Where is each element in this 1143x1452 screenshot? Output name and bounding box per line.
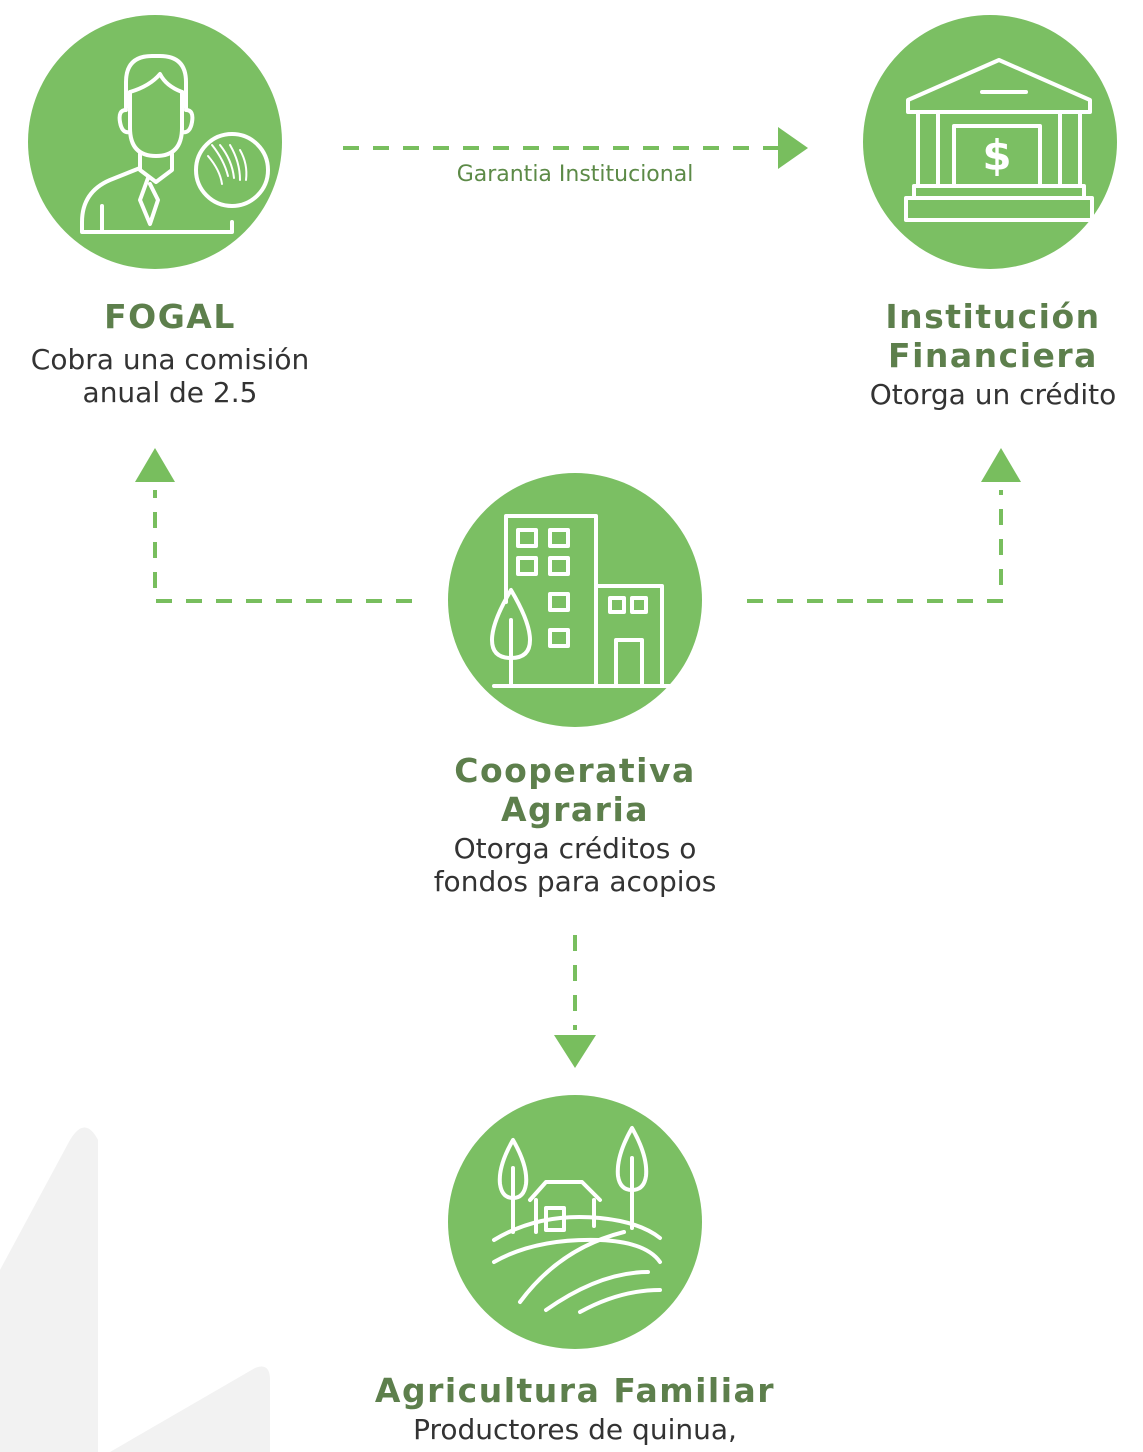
- arrowhead: [554, 1035, 596, 1068]
- node-title: FOGAL: [104, 297, 236, 336]
- arrowhead: [981, 448, 1021, 482]
- businessman-magnifier-icon: [80, 54, 270, 234]
- edge-coop-to-fogal: [135, 448, 412, 603]
- node-institucion-financiera: $: [863, 15, 1117, 269]
- label-agricultura-familiar: Agricultura Familiar Productores de quin…: [325, 1371, 825, 1446]
- node-title: Agraria: [500, 789, 650, 829]
- node-cooperativa-agraria: [448, 473, 702, 727]
- label-institucion-financiera: Institución Financiera Otorga un crédito: [843, 297, 1143, 411]
- node-fogal: [28, 15, 282, 269]
- edge-coop-to-farm: [554, 935, 596, 1068]
- svg-text:$: $: [982, 131, 1011, 180]
- arrowhead: [778, 127, 808, 169]
- watermark-logo: [0, 1127, 270, 1452]
- node-title: Cooperativa: [454, 751, 696, 790]
- arrowhead: [135, 448, 175, 482]
- edge-coop-to-bank: [747, 448, 1021, 603]
- label-fogal: FOGAL Cobra una comisión anual de 2.5: [0, 297, 340, 409]
- node-description-line: anual de 2.5: [82, 375, 258, 409]
- label-cooperativa-agraria: Cooperativa Agraria Otorga créditos o fo…: [375, 751, 775, 898]
- node-title: Financiera: [888, 335, 1098, 375]
- bank-dollar-icon: $: [904, 58, 1094, 222]
- node-description-line: Productores de quinua,: [413, 1412, 737, 1446]
- node-description-line: Otorga créditos o: [453, 831, 697, 865]
- farm-landscape-icon: [492, 1126, 662, 1314]
- node-description-line: Otorga un crédito: [869, 377, 1117, 411]
- edge-label-garantia: Garantia Institucional: [457, 162, 694, 187]
- node-title: Institución: [885, 297, 1101, 336]
- node-agricultura-familiar: [448, 1095, 702, 1349]
- node-title: Agricultura Familiar: [374, 1371, 776, 1410]
- node-description-line: fondos para acopios: [433, 864, 717, 898]
- buildings-tree-icon: [490, 514, 672, 688]
- edge-fogal-to-bank: [343, 127, 808, 169]
- node-description-line: Cobra una comisión: [30, 342, 310, 376]
